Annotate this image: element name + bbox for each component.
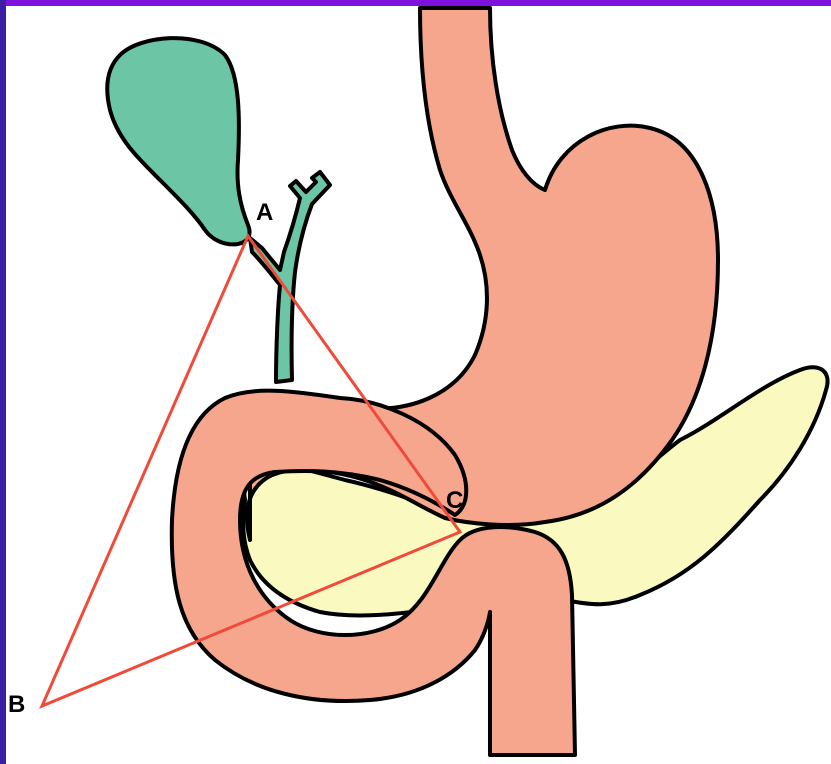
vertex-label-a: A (256, 199, 273, 226)
vertex-label-c: C (446, 487, 463, 514)
diagram-frame-left (0, 0, 6, 764)
vertex-label-b: B (8, 691, 25, 718)
